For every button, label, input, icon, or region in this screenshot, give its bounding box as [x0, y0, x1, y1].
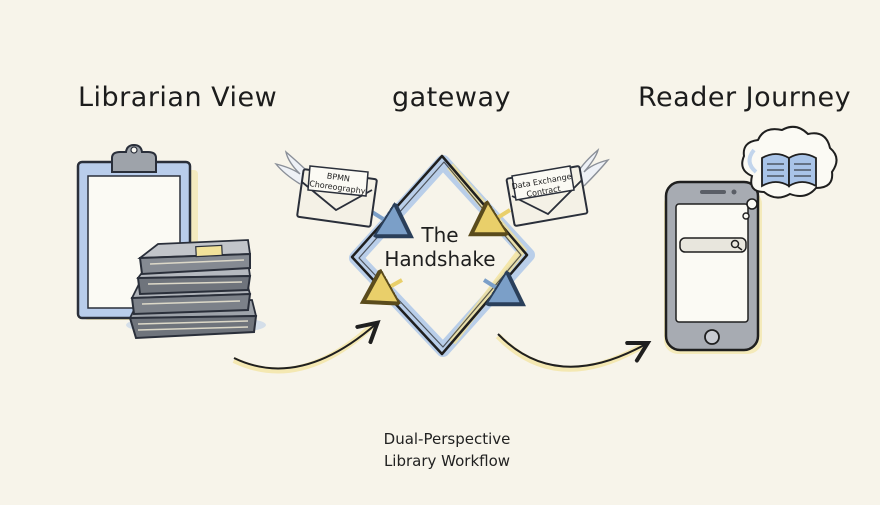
search-icon — [730, 239, 743, 251]
gateway-label-line1: The — [420, 223, 458, 247]
diagram-caption: Dual-Perspective Library Workflow — [372, 428, 522, 472]
gateway-title: gateway — [392, 82, 511, 113]
book-stack-icon — [126, 239, 266, 340]
gateway-label-line2: Handshake — [384, 247, 495, 271]
envelope-left-icon — [274, 150, 378, 228]
arrow-in-right — [478, 210, 512, 230]
arrow-out-right — [482, 280, 516, 300]
envelope-right-icon — [505, 148, 610, 227]
arrow-in-left — [370, 212, 404, 232]
smartphone-icon — [664, 180, 762, 354]
caption-line1: Dual-Perspective — [383, 430, 511, 448]
reader-journey-title: Reader Journey — [638, 82, 852, 113]
arrow-librarian-to-gateway-line — [233, 319, 381, 370]
envelope-left-line1: BPMN — [326, 171, 350, 183]
search-bar — [679, 237, 747, 253]
caption-line2: Library Workflow — [383, 452, 511, 470]
arrow-out-left — [370, 280, 403, 298]
arrow-gateway-to-reader-line — [497, 333, 652, 368]
open-book-icon — [761, 153, 817, 188]
librarian-view-title: Librarian View — [78, 82, 278, 113]
